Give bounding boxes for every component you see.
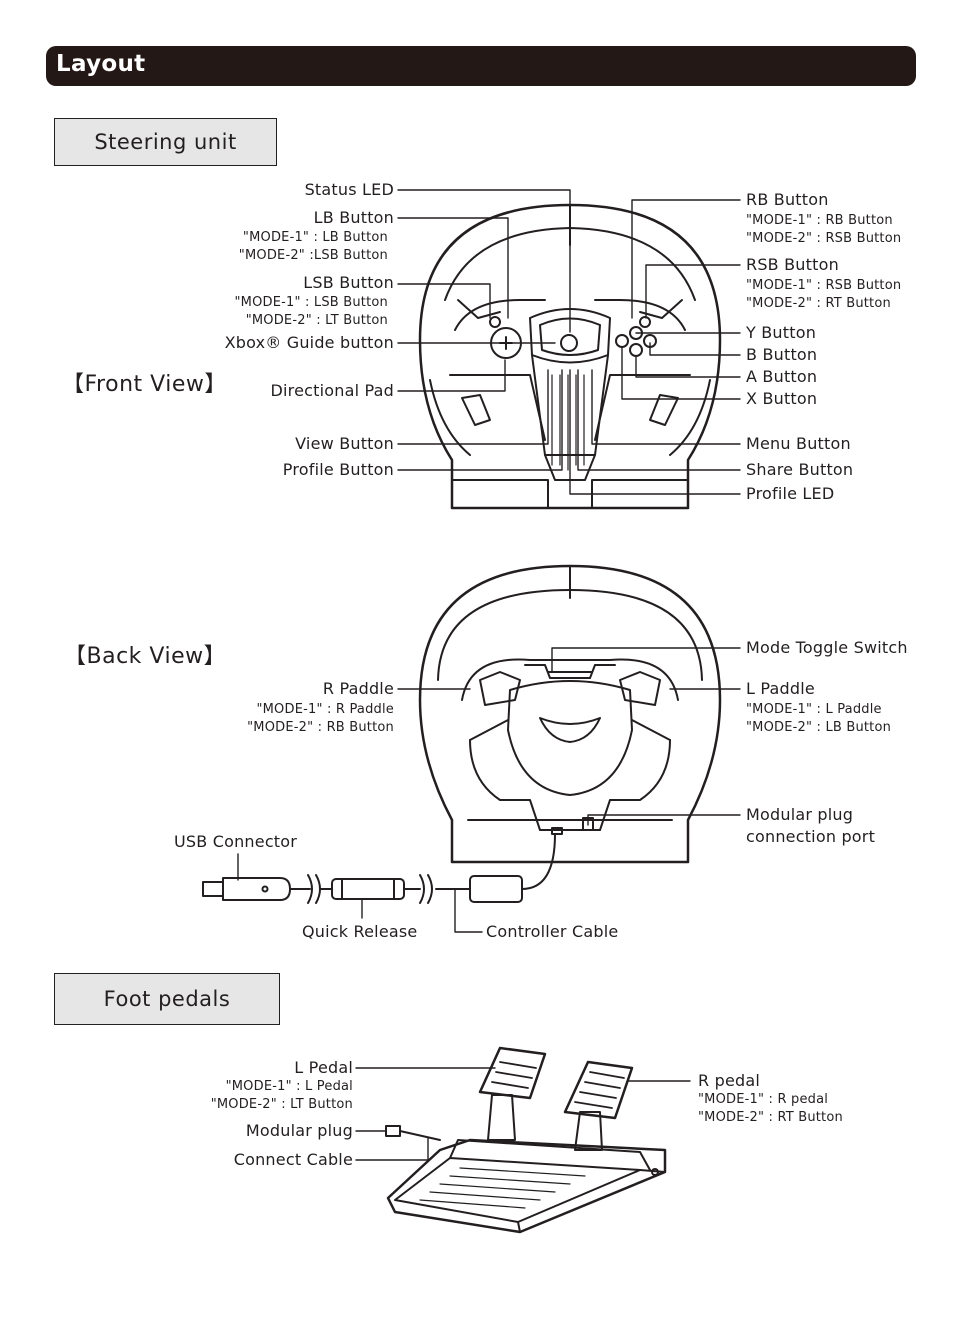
profile-button-label: Profile Button [282, 460, 394, 479]
back-wheel-drawing [418, 564, 722, 864]
view-button-label: View Button [295, 434, 394, 453]
rb-button-label: RB Button [746, 190, 829, 209]
status-led-label: Status LED [304, 180, 394, 199]
mode-toggle-label: Mode Toggle Switch [746, 638, 908, 657]
layout-header: Layout [46, 46, 916, 86]
r-pedal-label: R pedal [698, 1071, 761, 1090]
back-view-title: 【Back View】 [64, 644, 227, 669]
l-paddle-mode2-label: "MODE-2" : LB Button [746, 720, 892, 735]
lb-mode2-label: "MODE-2" :LSB Button [238, 248, 388, 263]
r-paddle-mode1-label: "MODE-1" : R Paddle [256, 702, 394, 717]
x-button-label: X Button [746, 389, 818, 408]
a-button-label: A Button [746, 367, 818, 386]
l-pedal-mode1-label: "MODE-1" : L Pedal [225, 1079, 353, 1094]
l-paddle-mode1-label: "MODE-1" : L Paddle [746, 702, 882, 717]
connect-cable-label: Connect Cable [233, 1150, 353, 1169]
dpad-label: Directional Pad [270, 381, 394, 400]
share-button-label: Share Button [746, 460, 854, 479]
quick-release-label: Quick Release [302, 922, 418, 941]
rb-mode2-label: "MODE-2" : RSB Button [746, 231, 902, 246]
steering-unit-title: Steering unit [94, 130, 237, 154]
lsb-button-label: LSB Button [303, 273, 394, 292]
r-pedal-mode2-label: "MODE-2" : RT Button [698, 1110, 843, 1125]
foot-pedals-title: Foot pedals [103, 987, 231, 1011]
steering-unit-box: Steering unit [54, 118, 277, 166]
r-paddle-mode2-label: "MODE-2" : RB Button [247, 720, 394, 735]
lsb-mode1-label: "MODE-1" : LSB Button [234, 295, 388, 310]
l-pedal-label: L Pedal [294, 1058, 353, 1077]
menu-button-label: Menu Button [746, 434, 851, 453]
usb-cable-drawing [202, 833, 556, 904]
xbox-guide-label: Xbox® Guide button [224, 333, 394, 352]
y-button-label: Y Button [746, 323, 817, 342]
r-pedal-mode1-label: "MODE-1" : R pedal [698, 1092, 829, 1107]
modular-port-label-1: Modular plug [746, 805, 854, 824]
usb-connector-label: USB Connector [174, 832, 298, 851]
modular-port-label-2: connection port [746, 827, 876, 846]
rsb-mode1-label: "MODE-1" : RSB Button [746, 278, 902, 293]
l-paddle-label: L Paddle [746, 679, 815, 698]
rsb-button-label: RSB Button [746, 255, 839, 274]
rsb-mode2-label: "MODE-2" : RT Button [746, 296, 891, 311]
b-button-label: B Button [746, 345, 818, 364]
lb-mode1-label: "MODE-1" : LB Button [242, 230, 388, 245]
controller-cable-label: Controller Cable [486, 922, 619, 941]
front-view-title: 【Front View】 [62, 372, 227, 397]
r-paddle-label: R Paddle [322, 679, 394, 698]
profile-led-label: Profile LED [746, 484, 835, 503]
l-pedal-mode2-label: "MODE-2" : LT Button [210, 1097, 353, 1112]
layout-title: Layout [56, 51, 146, 77]
pedals-drawing [385, 1046, 667, 1234]
lb-button-label: LB Button [313, 208, 394, 227]
rb-mode1-label: "MODE-1" : RB Button [746, 213, 893, 228]
modular-plug-label: Modular plug [245, 1121, 353, 1140]
lsb-mode2-label: "MODE-2" : LT Button [245, 313, 388, 328]
foot-pedals-box: Foot pedals [54, 973, 280, 1025]
